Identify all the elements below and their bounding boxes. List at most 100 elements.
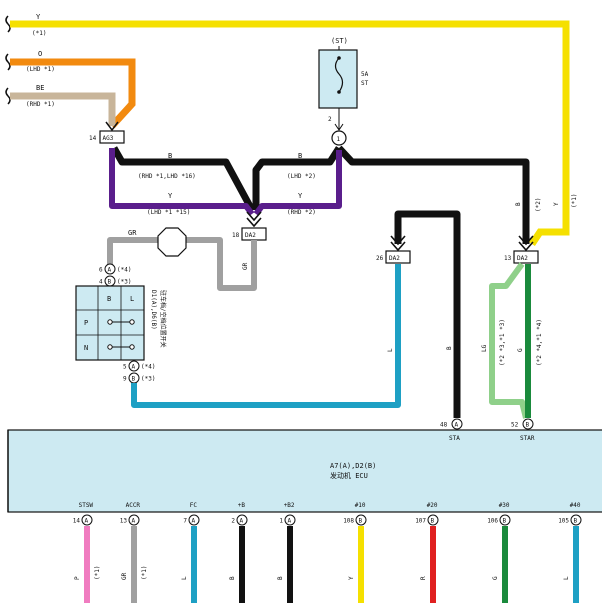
wire-note-g: (*2 *4,*1 *4) [536, 319, 543, 366]
wire-label-lg: LG [481, 344, 488, 352]
wire-label-b-vert-right: B [515, 202, 522, 206]
wire-note-b-vert-right: (*2) [535, 198, 542, 212]
switch-pin-bot-a-num: 5 [123, 364, 127, 371]
connector-ag3-pin: 14 [89, 135, 97, 142]
ecu-bottom-pin-num: 14 [73, 518, 81, 525]
switch-pin-bot-b-num: 9 [123, 376, 127, 383]
fuse-name: ST [361, 80, 369, 87]
ecu-bottom-pin-name: STSW [79, 502, 94, 509]
ecu-wire-label: L [563, 576, 570, 580]
switch-pin-top-a-num: 6 [99, 267, 103, 274]
ecu-top-pin-num: 52 [511, 422, 519, 429]
ecu-bottom-pin-name: #20 [427, 502, 438, 509]
wire-black-to-da2-right [336, 145, 530, 244]
connector-da2-left-arrow [246, 211, 262, 228]
switch-caption-1: D1(A),D6(B) [150, 290, 157, 330]
ecu-title: A7(A),D2(B) [330, 462, 376, 470]
wire-label-be: BE [36, 84, 44, 92]
ecu-bottom-pin-num: 13 [120, 518, 128, 525]
ecu-bottom-pin-letter: B [431, 518, 435, 525]
wire-note-b-right: (LHD *2) [287, 173, 316, 180]
switch-caption-2: 驻车档/空档位置开关 [159, 290, 167, 348]
wire-note-y-vert-right: (*1) [571, 194, 578, 208]
ecu-bottom-pin-letter: A [288, 518, 292, 525]
switch-pin-bot-b-note: (*3) [141, 376, 155, 383]
ecu-bottom-pin-b [236, 514, 248, 526]
wire-purple-right [253, 150, 342, 216]
switch-pin-top-a-note: (*4) [117, 267, 131, 274]
ecu-top-pin-name: STA [449, 435, 460, 442]
ecu-top-pin-star [522, 418, 534, 430]
switch-pin-bot-a-note: (*4) [141, 364, 155, 371]
ecu-bottom-pin-num: 1 [279, 518, 283, 525]
ecu-bottom-pin-letter: B [503, 518, 507, 525]
wire-label-o: O [38, 50, 42, 58]
ecu-wire-label: Y [348, 576, 355, 580]
wire-lightgreen [489, 262, 529, 419]
wire-label-y-vert-right: Y [553, 202, 560, 206]
ecu-bottom-pin-stsw [81, 514, 93, 526]
ecu-bottom-pin-name: #30 [499, 502, 510, 509]
splice-node-1 [331, 130, 347, 146]
wire-beige [10, 92, 116, 126]
ecu-wire-label: R [420, 576, 427, 580]
ecu-bottom-pin-num: 7 [183, 518, 187, 525]
ecu-bottom-pin-num: 105 [558, 518, 569, 525]
ecu-bottom-pin-name: FC [190, 502, 198, 509]
fuse-element [334, 57, 344, 93]
ecu-top-pin-sta [451, 418, 463, 430]
wire-note-y-left: (LHD *1 *15) [147, 209, 190, 216]
switch-contact-p-b [107, 319, 113, 325]
switch-row-p: P [84, 319, 88, 327]
ecu-wire-note: (*1) [94, 566, 101, 580]
wire-label-gr-top: GR [128, 229, 137, 237]
ecu-wire-label: G [492, 576, 499, 580]
ecu-bottom-pin-letter: B [574, 518, 578, 525]
ecu-wire-note: (*1) [141, 566, 148, 580]
ecu-wire-label: L [181, 576, 188, 580]
ecu-bottom-pin-name: +B [238, 502, 246, 509]
fuse-element-bottom-dot [337, 90, 341, 94]
wire-label-b-left: B [168, 152, 172, 160]
switch-row-n: N [84, 344, 88, 352]
switch-contact-n-l [129, 344, 135, 350]
wire-break-mark-orange [5, 53, 11, 71]
wire-note-lg: (*2 *3,*1 *3) [499, 319, 506, 366]
fuse-pin: 2 [328, 116, 332, 123]
wire-yellow-top [10, 20, 570, 246]
wire-black-right-branch [252, 146, 342, 210]
wire-note-y-right: (RHD *2) [287, 209, 316, 216]
wire-black-to-sta [394, 210, 461, 418]
ecu-bottom-pin-letter: A [85, 518, 89, 525]
wire-label-l-vert: L [387, 348, 394, 352]
ecu-bottom-pin-10 [355, 514, 367, 526]
switch-col-l: L [130, 295, 134, 303]
ecu-bottom-pin-name: ACCR [126, 502, 141, 509]
connector-da2-mid-name: DA2 [389, 255, 400, 262]
ecu-bottom-pin-20 [427, 514, 439, 526]
connector-da2-left-name: DA2 [245, 232, 256, 239]
wire-label-b-vert-mid: B [446, 346, 453, 350]
wire-blue-to-da2-mid [131, 264, 401, 408]
wire-break-mark-yellow [5, 15, 11, 33]
wire-note-be: (RHD *1) [26, 101, 55, 108]
ecu-bottom-pin-num: 106 [487, 518, 498, 525]
ecu-box [7, 429, 602, 513]
switch-pin-bot-b-letter: B [132, 376, 136, 383]
wire-label-y-top: Y [36, 13, 41, 21]
arrow-into-ag3 [105, 121, 119, 132]
wire-purple-left [109, 148, 255, 216]
wire-label-gr-vert: GR [242, 262, 249, 270]
connector-da2-right-name: DA2 [517, 255, 528, 262]
connector-da2-right-arrow [518, 235, 534, 252]
ecu-bottom-pin-fc [188, 514, 200, 526]
fuse-arrow [334, 123, 344, 131]
connector-da2-right-pin: 13 [504, 255, 512, 262]
ecu-bottom-pin-name: +B2 [284, 502, 295, 509]
connector-ag3-name: AG3 [103, 135, 114, 142]
ecu-top-pin-letter: B [526, 422, 530, 429]
connector-da2-mid-box [385, 250, 411, 264]
wire-break-mark-beige [5, 87, 11, 105]
connector-ag3-box [99, 130, 125, 144]
